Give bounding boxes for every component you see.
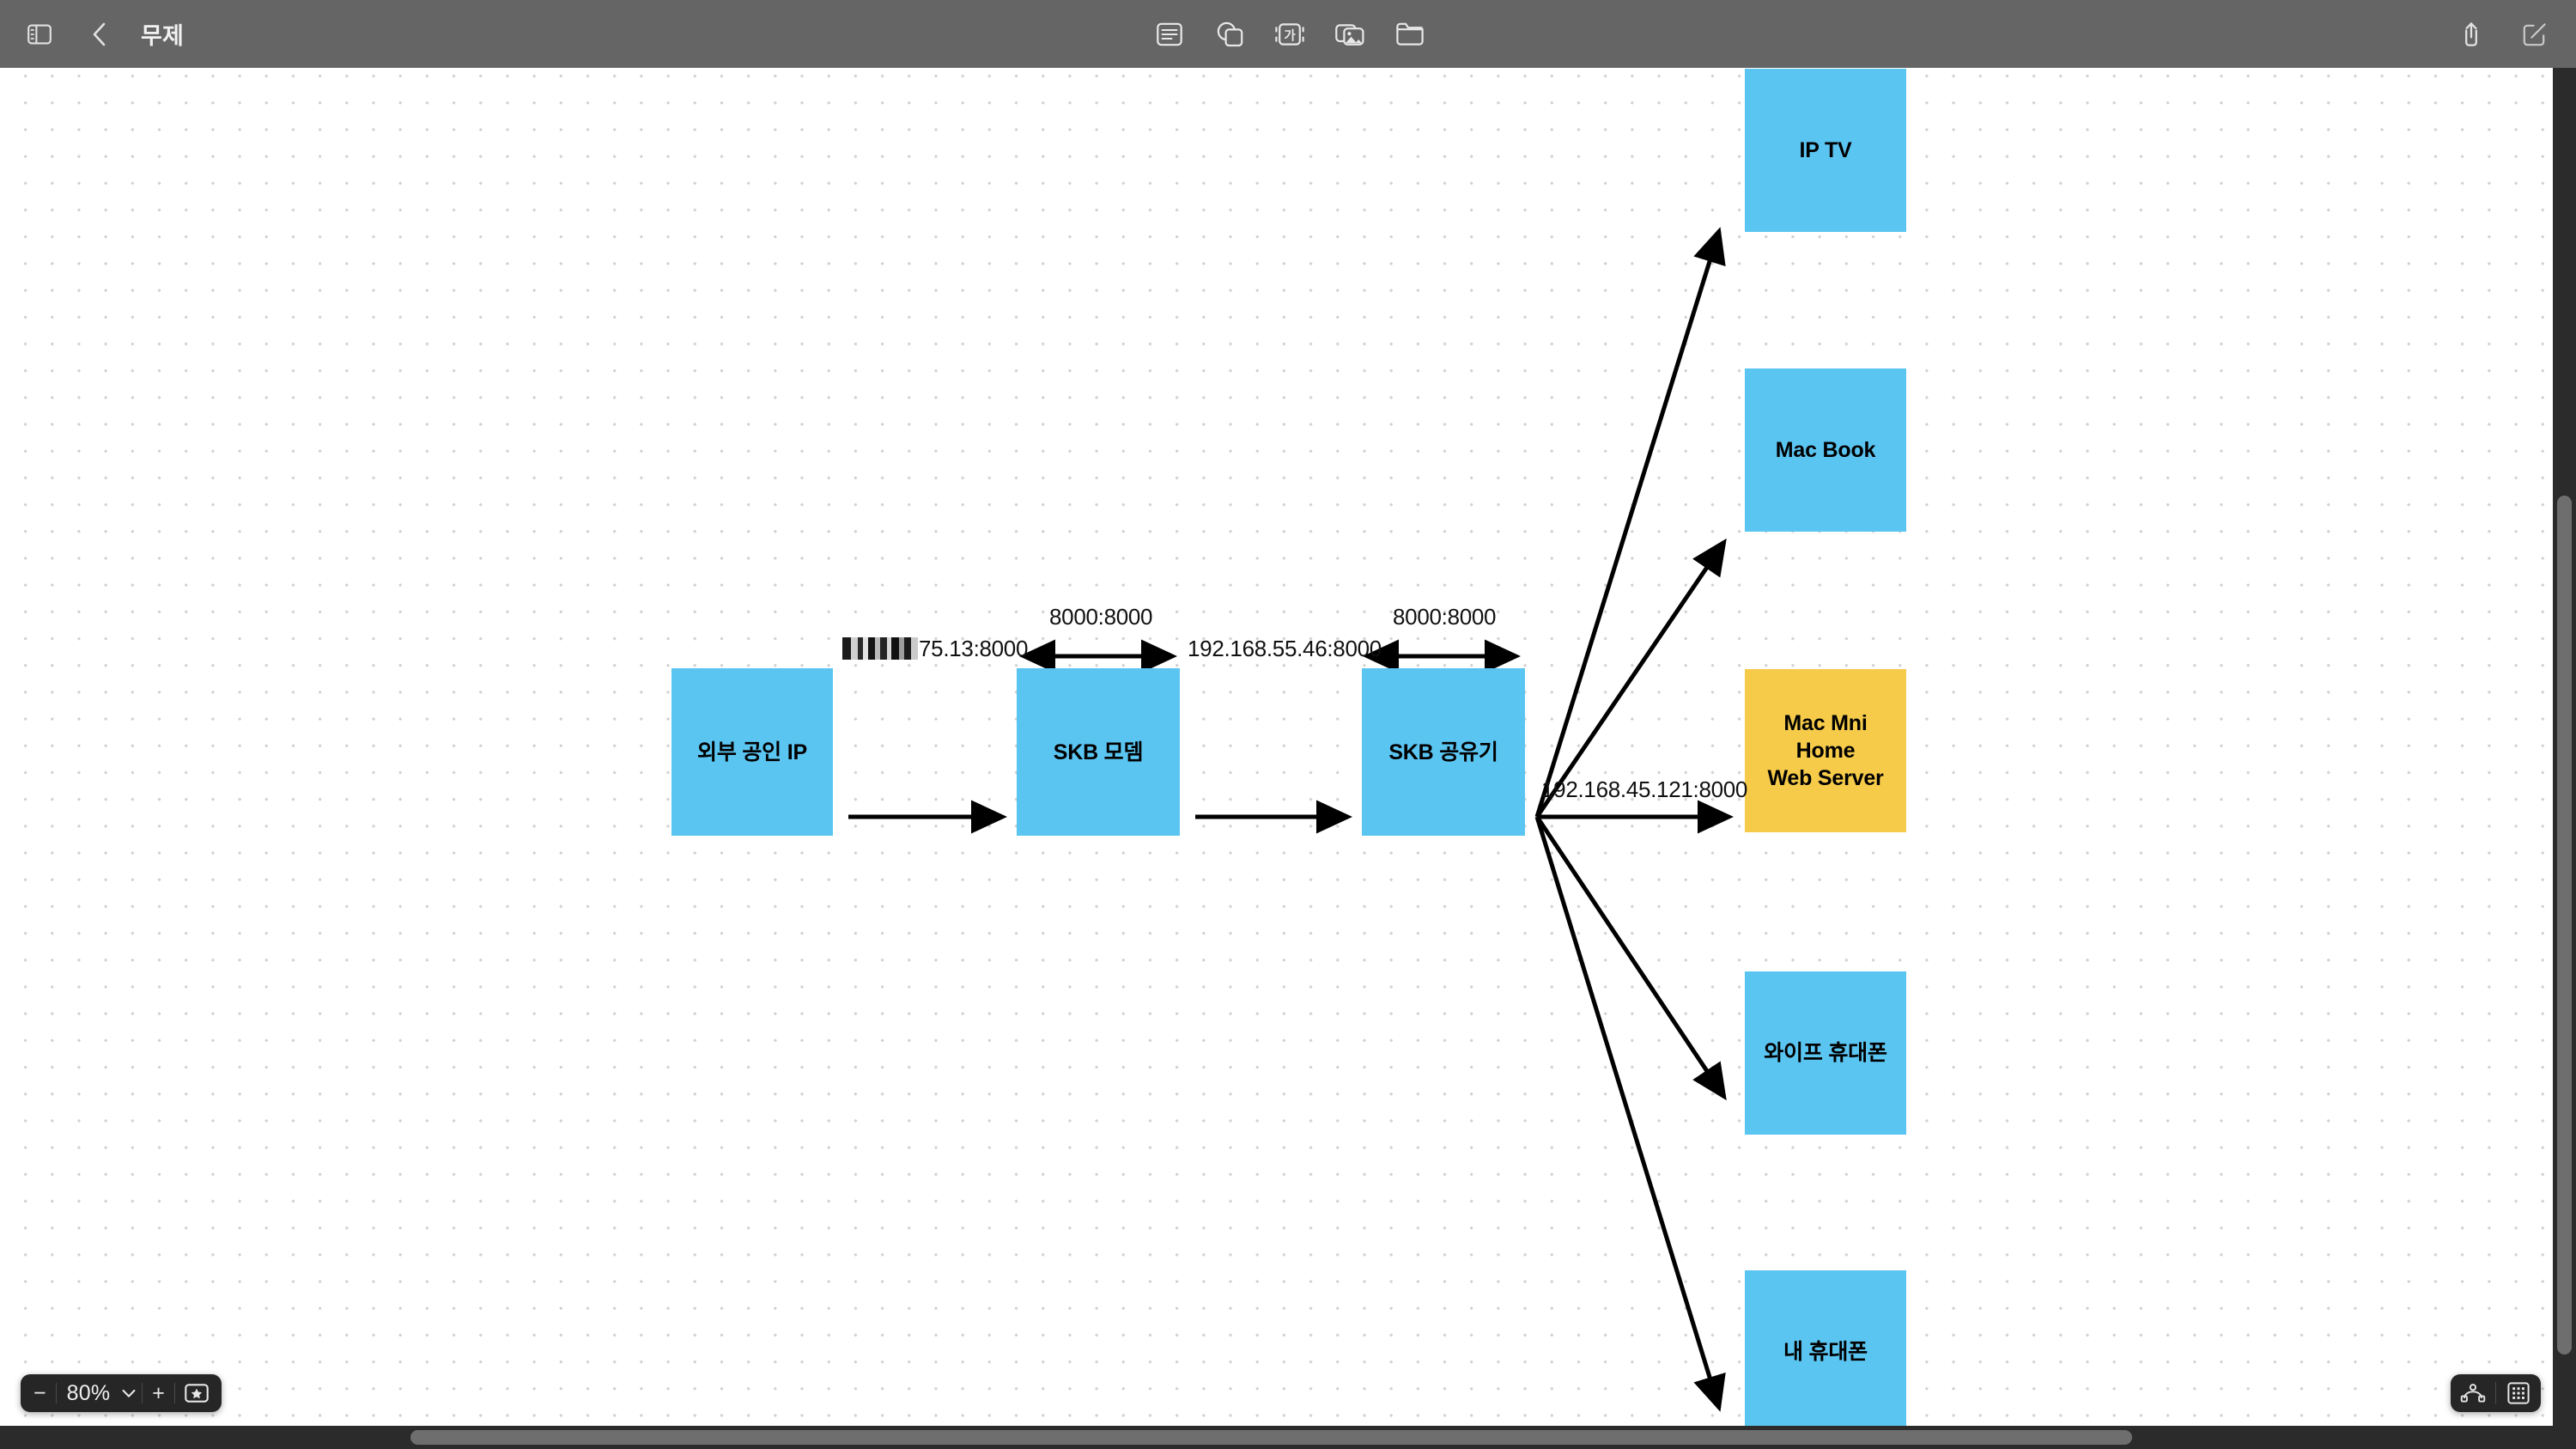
shapes-icon[interactable] bbox=[1211, 15, 1249, 53]
toolbar-tools-group: 가 bbox=[1151, 0, 1429, 68]
node-label: IP TV bbox=[1799, 138, 1852, 162]
note-icon[interactable] bbox=[1151, 15, 1188, 53]
node-label: 내 휴대폰 bbox=[1783, 1340, 1868, 1364]
sidebar-toggle-icon[interactable] bbox=[21, 15, 58, 53]
node-label: 와이프 휴대폰 bbox=[1764, 1041, 1887, 1065]
node-label: SKB 모뎀 bbox=[1053, 740, 1144, 764]
zoom-control-group: − 80% + bbox=[21, 1374, 222, 1412]
zoom-level-value[interactable]: 80% bbox=[66, 1380, 111, 1405]
toolbar-actions-group bbox=[2452, 0, 2554, 68]
label-text: 8000:8000 bbox=[1049, 604, 1153, 630]
page-title[interactable]: 무제 bbox=[141, 23, 185, 49]
bottom-bar bbox=[0, 1426, 2576, 1449]
zoom-out-button[interactable]: − bbox=[33, 1380, 46, 1405]
node-wife-phone[interactable]: 와이프 휴대폰 bbox=[1745, 971, 1906, 1135]
node-mac-mini-web-server[interactable]: Mac Mni Home Web Server bbox=[1745, 669, 1906, 832]
compose-icon[interactable] bbox=[2516, 15, 2554, 53]
label-text: 8000:8000 bbox=[1393, 604, 1497, 630]
diagram-canvas[interactable]: 외부 공인 IP SKB 모뎀 SKB 공유기 IP TV Mac Book M… bbox=[0, 68, 2576, 1426]
node-label: SKB 공유기 bbox=[1388, 740, 1498, 764]
edge-router-to-iptv bbox=[1534, 227, 1726, 818]
node-my-phone[interactable]: 내 휴대폰 bbox=[1745, 1270, 1906, 1426]
node-label: 외부 공인 IP bbox=[697, 740, 807, 764]
grid-icon[interactable] bbox=[2496, 1374, 2541, 1412]
canvas-tools-group bbox=[2451, 1374, 2541, 1412]
canvas-dot-grid bbox=[0, 68, 2572, 1426]
label-modem-ip[interactable]: 192.168.55.46:8000 bbox=[1188, 636, 1382, 662]
label-text: 192.168.55.46:8000 bbox=[1188, 636, 1382, 661]
node-skb-router[interactable]: SKB 공유기 bbox=[1362, 668, 1525, 836]
edge-router-to-myphone bbox=[1534, 816, 1726, 1412]
horizontal-scrollbar-thumb[interactable] bbox=[410, 1430, 2132, 1445]
share-icon[interactable] bbox=[2452, 15, 2490, 53]
chevron-down-icon[interactable] bbox=[116, 1377, 142, 1409]
edge-router-to-wifephone bbox=[1534, 815, 1727, 1101]
connector-icon[interactable] bbox=[2451, 1374, 2495, 1412]
divider bbox=[2495, 1382, 2496, 1404]
horizontal-scrollbar-track[interactable] bbox=[0, 1426, 2576, 1449]
folder-icon[interactable] bbox=[1391, 15, 1429, 53]
vertical-scrollbar-track[interactable] bbox=[2553, 68, 2576, 1426]
label-router-ip[interactable]: 192.168.45.121:8000 bbox=[1541, 776, 1747, 803]
top-toolbar: 무제 bbox=[0, 0, 2576, 68]
connector-layer bbox=[848, 227, 1734, 1412]
star-button[interactable] bbox=[175, 1377, 218, 1409]
svg-text:가: 가 bbox=[1284, 28, 1296, 43]
node-external-ip[interactable]: 외부 공인 IP bbox=[671, 668, 833, 836]
label-modem-port-mapping[interactable]: 8000:8000 bbox=[1049, 604, 1153, 630]
label-text: 192.168.45.121:8000 bbox=[1541, 776, 1748, 802]
zoom-in-button[interactable]: + bbox=[152, 1380, 165, 1405]
text-icon[interactable]: 가 bbox=[1271, 15, 1309, 53]
label-public-ip[interactable]: 75.13:8000 bbox=[842, 636, 1028, 662]
media-icon[interactable] bbox=[1331, 15, 1369, 53]
divider bbox=[173, 1383, 175, 1403]
node-skb-modem[interactable]: SKB 모뎀 bbox=[1017, 668, 1180, 836]
node-mac-book[interactable]: Mac Book bbox=[1745, 368, 1906, 532]
edge-router-to-macbook bbox=[1534, 538, 1727, 819]
node-label: Mac Mni Home Web Server bbox=[1767, 711, 1884, 790]
node-label: Mac Book bbox=[1775, 438, 1876, 462]
redacted-ip-prefix bbox=[842, 637, 918, 660]
node-ip-tv[interactable]: IP TV bbox=[1745, 69, 1906, 232]
divider bbox=[142, 1383, 143, 1403]
back-chevron-icon[interactable] bbox=[81, 15, 118, 53]
label-router-port-mapping[interactable]: 8000:8000 bbox=[1393, 604, 1497, 630]
divider bbox=[55, 1383, 57, 1403]
label-text: 75.13:8000 bbox=[919, 636, 1029, 661]
toolbar-left-group: 무제 bbox=[0, 15, 447, 53]
vertical-scrollbar-thumb[interactable] bbox=[2557, 496, 2572, 1355]
